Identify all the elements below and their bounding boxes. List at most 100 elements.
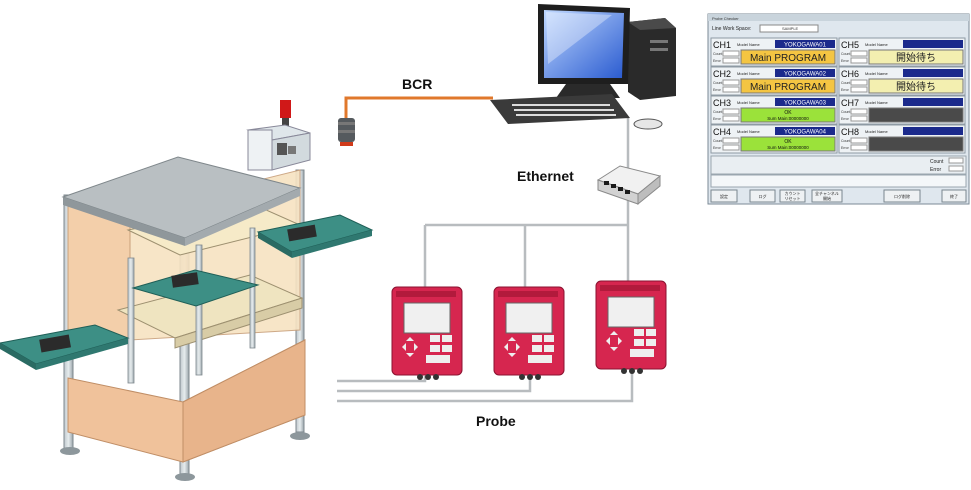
line-work-space-label: Line Work Space: — [712, 26, 751, 32]
channel-label: CH2 — [713, 69, 731, 79]
status-display — [868, 49, 964, 65]
count-label: Count — [713, 52, 722, 56]
status-detail-text: Sum Main:00000000 — [767, 116, 809, 121]
model-name-field[interactable] — [775, 40, 835, 48]
channel-label: CH1 — [713, 40, 731, 50]
error-label: Error — [841, 88, 850, 92]
screen-button-2[interactable]: ログ — [749, 189, 776, 203]
controller-unit-3 — [595, 280, 667, 374]
bottom-error-label: Error — [930, 167, 941, 173]
screen-button-label: 開始 — [823, 195, 831, 201]
screen-button-5[interactable]: ログ削除 — [883, 189, 921, 203]
status-text: 開始待ち — [896, 80, 936, 93]
model-name-label: Model Name — [737, 100, 760, 105]
model-name-field[interactable] — [775, 98, 835, 106]
channel-label: CH4 — [713, 127, 731, 137]
model-name-label: Model Name — [865, 42, 888, 47]
model-name-label: Model Name — [865, 71, 888, 76]
status-display — [740, 107, 836, 123]
ethernet-switch — [596, 165, 662, 206]
bottom-count-label: Count — [930, 159, 944, 165]
model-name-value: YOKOGAWA01 — [784, 43, 827, 49]
ethernet-label: Ethernet — [517, 168, 574, 184]
screen-button-label: リセット — [785, 196, 801, 201]
error-label: Error — [841, 59, 850, 63]
model-name-label: Model Name — [737, 71, 760, 76]
error-label: Error — [841, 146, 850, 150]
error-label: Error — [713, 88, 722, 92]
line-work-space-value: SAMPLE — [782, 26, 799, 31]
controller-unit-2 — [493, 286, 565, 380]
screen-button-label: 設定 — [720, 193, 728, 199]
model-name-label: Model Name — [865, 100, 888, 105]
status-text: Main PROGRAM — [750, 82, 826, 93]
model-name-field[interactable] — [775, 127, 835, 135]
bcr-cable — [344, 96, 493, 120]
model-name-label: Model Name — [737, 42, 760, 47]
screen-button-label: ログ削除 — [894, 193, 910, 199]
software-screenshot: Probe Checker Line Work Space: SAMPLE CH… — [707, 13, 970, 205]
model-name-field[interactable] — [903, 40, 963, 48]
line-work-space-field[interactable] — [759, 24, 819, 33]
screen-button-1[interactable]: 設定 — [710, 189, 738, 203]
count-label: Count — [713, 110, 722, 114]
screen-title: Probe Checker — [712, 16, 739, 21]
model-name-field[interactable] — [903, 98, 963, 106]
status-text: Main PROGRAM — [750, 53, 826, 64]
count-label: Count — [841, 81, 850, 85]
screen-button-label: 全チャンネル — [815, 190, 839, 196]
model-name-label: Model Name — [865, 129, 888, 134]
model-name-field[interactable] — [903, 127, 963, 135]
count-label: Count — [841, 52, 850, 56]
inspection-machine — [0, 100, 374, 481]
model-name-value: YOKOGAWA03 — [784, 101, 827, 107]
status-text: OK — [784, 110, 792, 116]
channel-label: CH5 — [841, 40, 859, 50]
bcr-label: BCR — [402, 76, 432, 92]
channel-label: CH7 — [841, 98, 859, 108]
count-label: Count — [841, 110, 850, 114]
status-display — [868, 136, 964, 152]
barcode-reader — [338, 118, 355, 146]
channel-label: CH8 — [841, 127, 859, 137]
channel-label: CH3 — [713, 98, 731, 108]
probe-cables — [337, 370, 634, 403]
status-display — [740, 78, 836, 94]
error-label: Error — [713, 59, 722, 63]
probe-label: Probe — [476, 413, 516, 429]
count-label: Count — [713, 139, 722, 143]
count-label: Count — [841, 139, 850, 143]
status-text: 開始待ち — [896, 51, 936, 64]
status-display — [868, 78, 964, 94]
status-display — [740, 136, 836, 152]
status-display — [740, 49, 836, 65]
model-name-field[interactable] — [775, 69, 835, 77]
error-label: Error — [713, 117, 722, 121]
status-display — [868, 107, 964, 123]
model-name-label: Model Name — [737, 129, 760, 134]
screen-button-6[interactable]: 終了 — [941, 189, 967, 203]
error-label: Error — [841, 117, 850, 121]
network-wiring — [423, 118, 630, 290]
count-label: Count — [713, 81, 722, 85]
model-name-field[interactable] — [903, 69, 963, 77]
controller-unit-1 — [391, 286, 463, 380]
channel-label: CH6 — [841, 69, 859, 79]
screen-button-label: ログ — [759, 193, 767, 199]
status-text: OK — [784, 139, 792, 145]
model-name-value: YOKOGAWA04 — [784, 130, 827, 136]
screen-button-label: 終了 — [950, 193, 958, 199]
model-name-value: YOKOGAWA02 — [784, 72, 827, 78]
status-detail-text: Sum Main:00000000 — [767, 145, 809, 150]
pc-workstation — [490, 4, 676, 130]
